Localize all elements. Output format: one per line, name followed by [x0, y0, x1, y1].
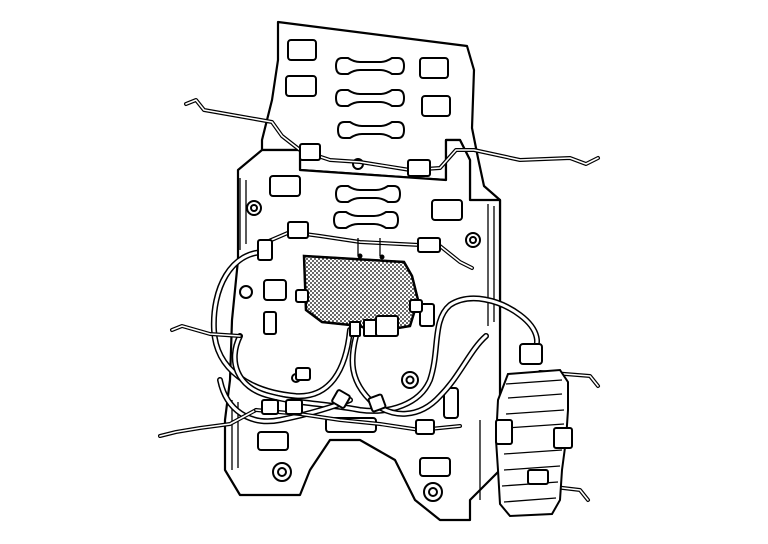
connector-icon: [257, 143, 441, 435]
lumbar-pump-motor: [494, 343, 573, 518]
control-module: [295, 238, 423, 337]
harness-connectors: [257, 143, 441, 435]
wiring-harness: [158, 98, 600, 502]
